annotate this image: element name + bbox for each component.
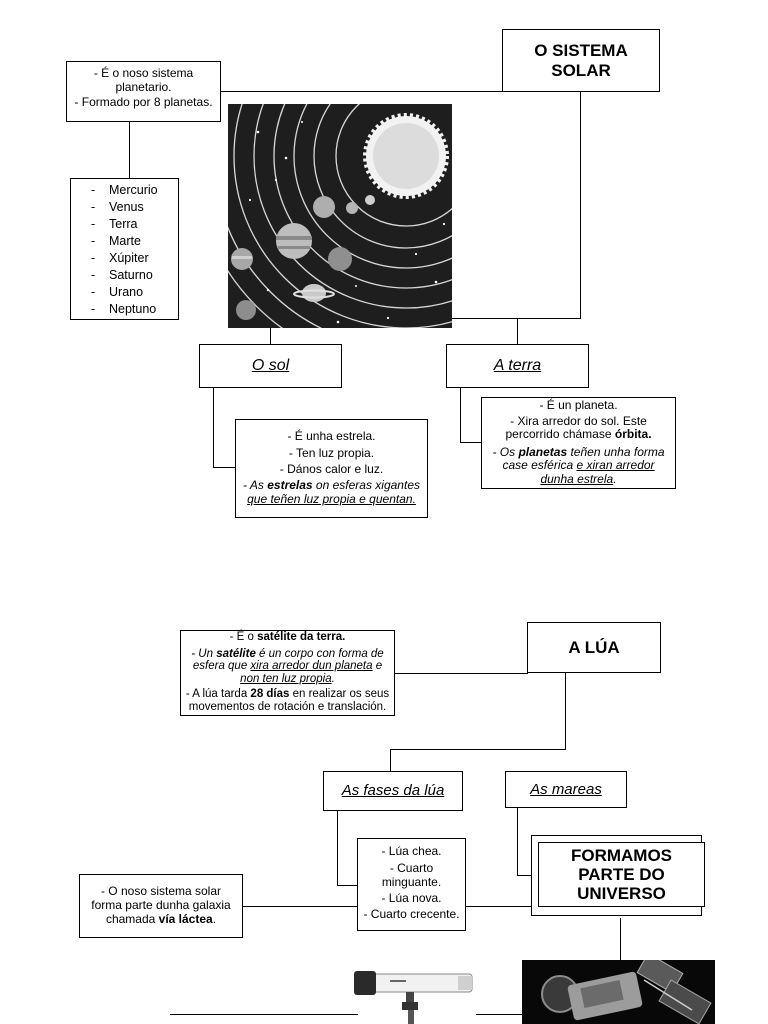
earth-fact: - Xira arredor do sol. Este — [510, 413, 647, 428]
universe-title: FORMAMOS PARTE DO UNIVERSO — [538, 842, 705, 907]
connector-line — [170, 1014, 358, 1015]
connector-line — [565, 672, 566, 750]
connector-line — [129, 122, 130, 178]
satellite-definition: - Un satélite é un corpo con forma de — [191, 647, 384, 660]
earth-heading-text: A terra — [493, 357, 542, 375]
tides-heading: As mareas — [505, 771, 627, 808]
intro-line: - É o noso sistema planetario. — [93, 66, 194, 94]
planet-definition: case esférica e xiran arredor — [502, 458, 655, 472]
connector-line — [394, 673, 528, 674]
sun-fact: - Dános calor e luz. — [279, 462, 384, 476]
connector-line — [620, 918, 621, 960]
satellite-definition: esfera que xira arredor dun planeta e — [192, 660, 383, 672]
earth-heading: A terra — [446, 344, 589, 388]
moon-facts-box: - É o satélite da terra. - Un satélite é… — [180, 630, 395, 716]
sun-heading: O sol — [199, 344, 342, 388]
planet-item: Neptuno — [91, 301, 178, 318]
earth-fact: - É un planeta. — [539, 398, 618, 412]
galaxy-note-box: - O noso sistema solar forma parte dunha… — [79, 874, 243, 938]
moon-phases-heading-text: As fases da lúa — [341, 782, 445, 800]
connector-line — [221, 91, 503, 92]
star-definition: - As estrelas on esferas xigantes — [242, 477, 420, 492]
connector-line — [390, 749, 391, 771]
connector-line — [460, 442, 482, 443]
planet-item: Marte — [91, 233, 178, 250]
earth-fact: percorrido chámase órbita. — [505, 427, 652, 441]
connector-line — [337, 885, 358, 886]
telescope-image — [354, 968, 476, 1024]
moon-phases-heading: As fases da lúa — [323, 771, 463, 811]
connector-line — [580, 92, 581, 318]
moon-fact: - A lúa tarda 28 días en realizar os seu… — [185, 688, 390, 700]
solar-system-title: O SISTEMA SOLAR — [502, 29, 660, 92]
planet-item: Venus — [91, 199, 178, 216]
planet-item: Terra — [91, 216, 178, 233]
moon-phase-item: - Lúa chea. — [381, 844, 442, 858]
moon-fact: movementos de rotación e translación. — [188, 700, 387, 713]
satellite-definition: non ten luz propia. — [240, 672, 335, 685]
connector-line — [476, 1014, 522, 1015]
star-definition-underlined: que teñen luz propia e quentan. — [247, 491, 416, 506]
moon-phases-box: - Lúa chea. - Cuarto minguante. - Lúa no… — [357, 838, 466, 931]
connector-line — [517, 808, 518, 876]
planet-item: Mercurio — [91, 182, 178, 199]
earth-facts-box: - É un planeta. - Xira arredor do sol. E… — [481, 397, 676, 489]
solar-intro-box: - É o noso sistema planetario. - Formado… — [66, 61, 221, 122]
connector-line — [460, 388, 461, 443]
tides-heading-text: As mareas — [530, 780, 602, 798]
connector-line — [337, 811, 338, 886]
intro-line: - Formado por 8 planetas. — [74, 95, 213, 109]
connector-line — [213, 467, 237, 468]
universe-title-text: FORMAMOS PARTE DO UNIVERSO — [570, 846, 673, 903]
connector-line — [390, 749, 566, 750]
planet-item: Saturno — [91, 267, 178, 284]
moon-fact: - É o satélite da terra. — [229, 631, 346, 643]
moon-title-text: A LÚA — [568, 637, 620, 657]
moon-phase-item: - Lúa nova. — [381, 891, 442, 905]
planet-list: Mercurio Venus Terra Marte Xúpiter Satur… — [70, 178, 179, 320]
moon-phase-item: - Cuarto crecente. — [363, 907, 460, 921]
planet-definition: dunha estrela. — [540, 471, 617, 486]
moon-title: A LÚA — [527, 622, 661, 673]
connector-line — [270, 318, 271, 344]
connector-line — [517, 318, 518, 344]
connector-line — [213, 388, 214, 468]
sun-fact: - É unha estrela. — [287, 429, 376, 443]
galaxy-note-text: - O noso sistema solar forma parte dunha… — [91, 884, 231, 926]
solar-system-title-text: O SISTEMA SOLAR — [534, 40, 628, 80]
planet-item: Urano — [91, 284, 178, 301]
sun-heading-text: O sol — [251, 357, 290, 375]
planet-item: Xúpiter — [91, 250, 178, 267]
space-telescope-photo — [522, 960, 715, 1024]
solar-system-image — [228, 104, 452, 328]
sun-facts-box: - É unha estrela. - Ten luz propia. - Dá… — [235, 419, 428, 518]
planet-definition: - Os planetas teñen unha forma — [492, 444, 665, 459]
connector-line — [517, 875, 531, 876]
moon-phase-item: - Cuarto minguante. — [381, 861, 442, 889]
sun-fact: - Ten luz propia. — [288, 445, 375, 460]
